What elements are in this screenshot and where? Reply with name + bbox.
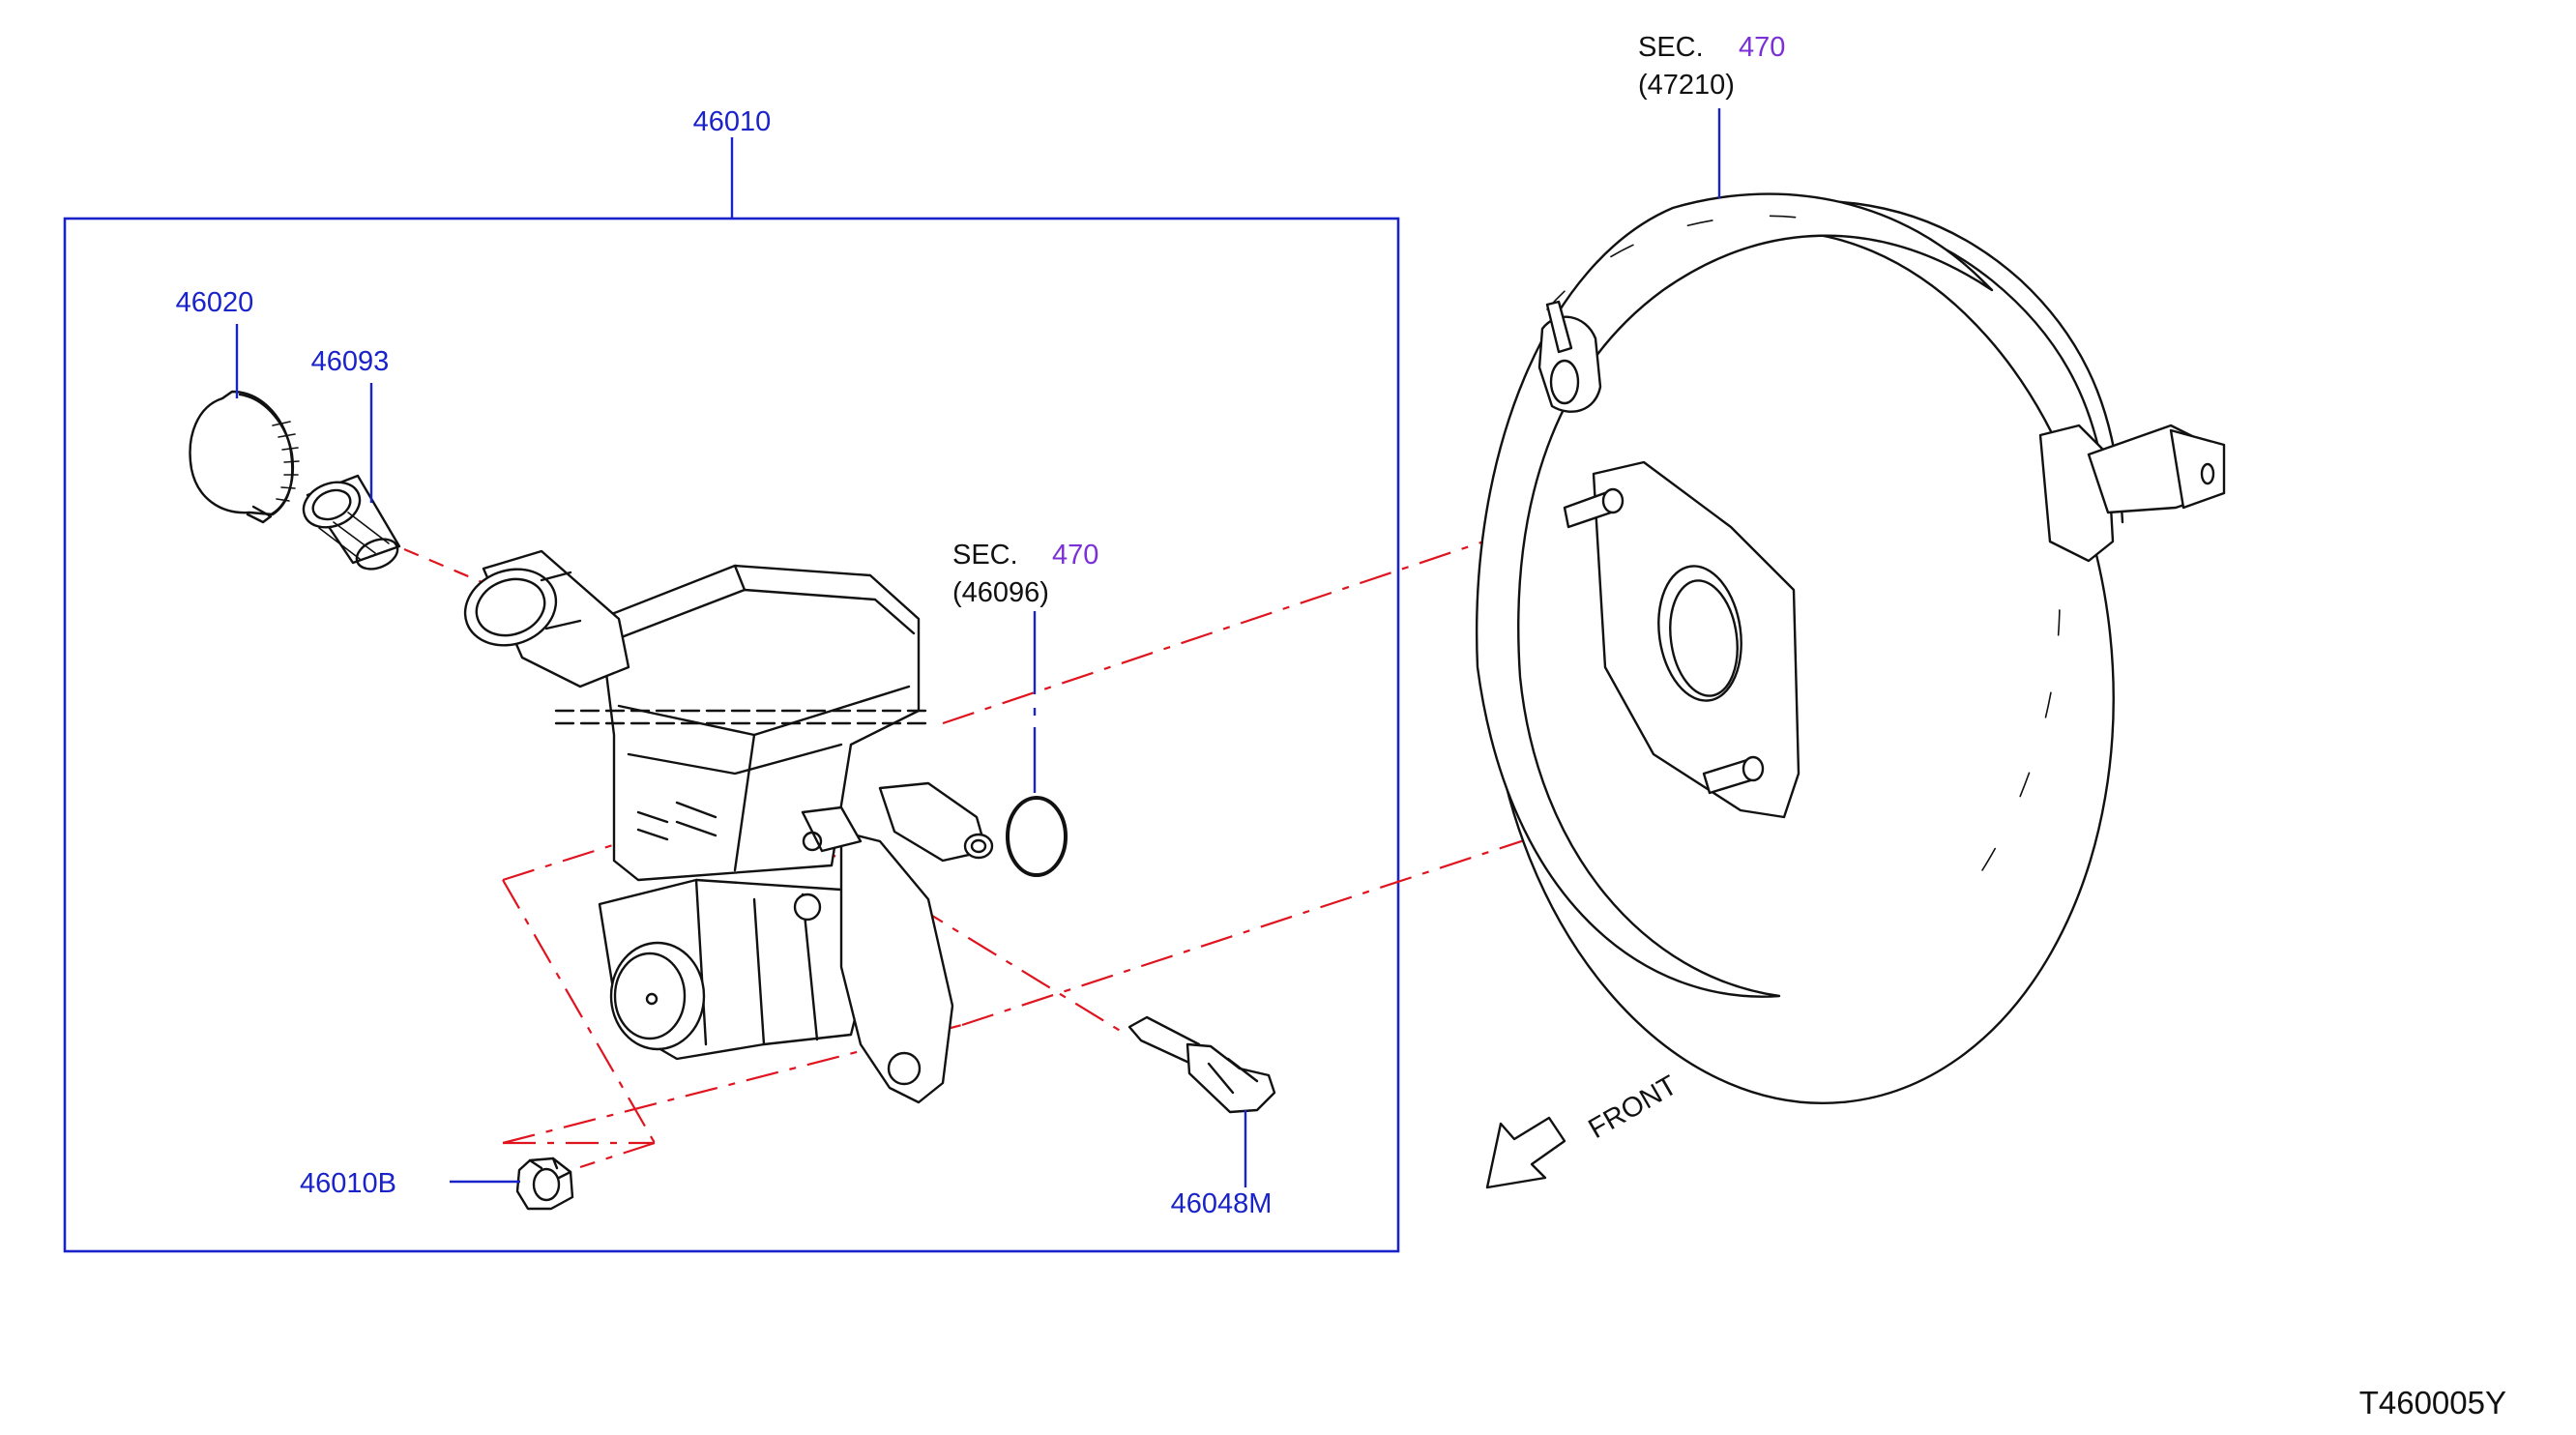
- brake-booster: [1476, 192, 2226, 1104]
- seal-reference[interactable]: SEC. 470 (46096): [952, 540, 1098, 608]
- assembly-part-number[interactable]: 46010: [693, 106, 772, 137]
- strainer-part-number[interactable]: 46093: [311, 346, 390, 377]
- booster-sec-prefix: SEC.: [1638, 32, 1704, 63]
- front-arrow-icon: [1485, 1116, 1566, 1189]
- seal-sec-number[interactable]: 470: [1052, 540, 1098, 571]
- cap-part-number[interactable]: 46020: [176, 287, 254, 318]
- booster-reference[interactable]: SEC. 470 (47210): [1638, 32, 1785, 101]
- fluid-level-sensor[interactable]: [1127, 1015, 1276, 1114]
- seal-sec-prefix: SEC.: [952, 540, 1018, 571]
- reservoir-strainer[interactable]: [297, 474, 402, 574]
- booster-sec-part: (47210): [1638, 70, 1735, 101]
- front-direction-indicator: FRONT: [1485, 1069, 1683, 1189]
- o-ring-seal[interactable]: [1006, 796, 1068, 877]
- master-cylinder-body: [463, 549, 994, 1104]
- seal-sec-part: (46096): [952, 577, 1049, 608]
- sensor-part-number[interactable]: 46048M: [1171, 1188, 1273, 1219]
- front-label: FRONT: [1584, 1069, 1683, 1145]
- mounting-nut[interactable]: [515, 1157, 574, 1211]
- booster-sec-number[interactable]: 470: [1739, 32, 1785, 63]
- figure-code: T460005Y: [2359, 1385, 2506, 1420]
- nut-part-number[interactable]: 46010B: [300, 1168, 396, 1199]
- reservoir-cap[interactable]: [189, 390, 300, 524]
